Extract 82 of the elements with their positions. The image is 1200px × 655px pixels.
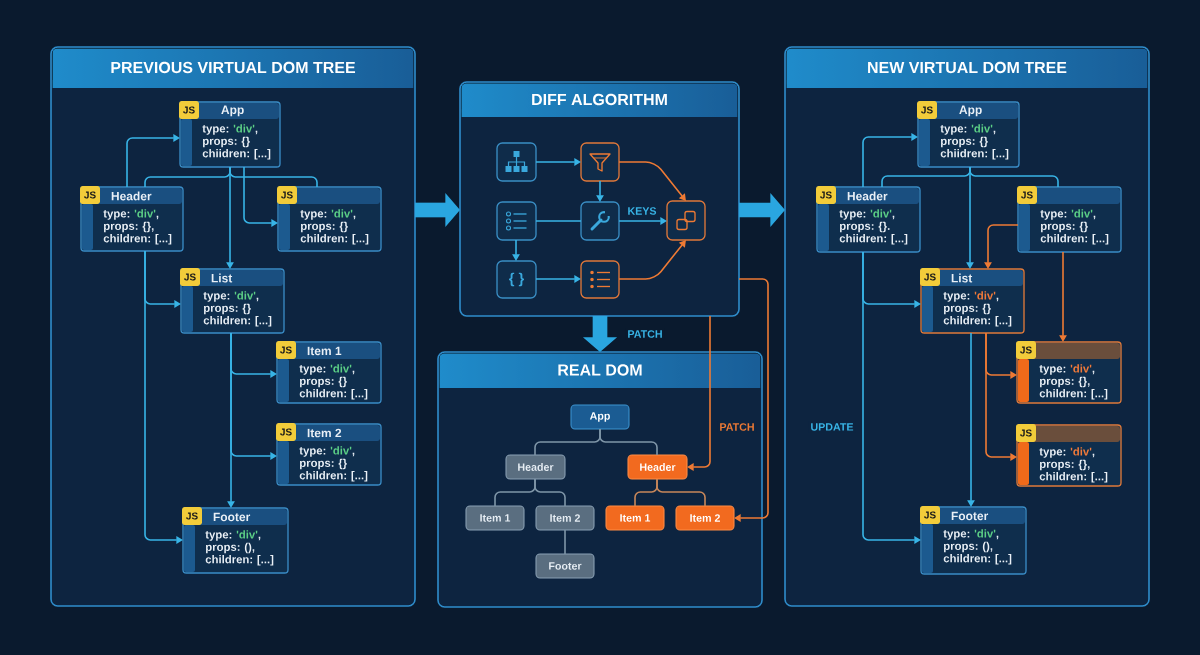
dom-node: Header: [505, 454, 566, 480]
js-badge: JS: [179, 101, 199, 119]
code-text: type: 'div', props: {}. chiidren: [...]: [839, 209, 908, 245]
dom-node: App: [570, 404, 630, 430]
code-text: type: 'div', props: (), children: [...]: [205, 530, 274, 566]
arrow: [618, 161, 686, 201]
code-card: [277, 186, 382, 252]
arrow: [862, 133, 918, 188]
arrow: [535, 275, 581, 283]
icon-tile: { }: [496, 260, 537, 299]
arrow: [227, 332, 235, 508]
code-card: [1016, 424, 1122, 487]
code-card: [276, 341, 382, 404]
arrow: [126, 134, 180, 188]
code-card: [179, 101, 281, 168]
code-text: type: 'div', props: (), children: [...]: [943, 529, 1012, 565]
panel-title: DIFF ALGORITHM: [532, 93, 667, 106]
arrow: [984, 224, 1019, 269]
arrow: [618, 240, 686, 280]
component-name: Header: [111, 191, 152, 201]
arrow: [512, 239, 520, 261]
dom-node: Item 2: [675, 505, 735, 531]
arrow: [618, 217, 667, 225]
code-text: type: 'div', props: {} chiidren: [...]: [202, 124, 271, 160]
code-card: [80, 186, 184, 252]
dom-node: Item 1: [465, 505, 525, 531]
code-text: type: 'div', props: {} children: [...]: [1040, 209, 1109, 245]
component-name: Item 1: [307, 346, 342, 356]
panel-title: PREVIOUS VIRTUAL DOM TREE: [111, 61, 356, 74]
code-text: type: 'div', props: {} children: [...]: [299, 446, 368, 482]
dom-node: Header: [627, 454, 688, 480]
code-card: [917, 101, 1020, 168]
component-name: App: [221, 105, 244, 117]
arrow: [535, 158, 581, 166]
connector-line: [535, 220, 582, 222]
arrow: [687, 315, 711, 471]
code-text: type: 'div', props: {} children: [...]: [203, 291, 272, 327]
dom-node: Item 2: [535, 505, 595, 531]
arrow: [734, 278, 769, 522]
connector-line: [599, 428, 658, 456]
code-text: type: 'div', props: {} children: [...]: [943, 291, 1012, 327]
code-card: [920, 268, 1025, 334]
code-text: type: 'div', props: {} children: [...]: [299, 364, 368, 400]
connector-line: [534, 478, 566, 507]
component-name: Footer: [213, 512, 251, 522]
edge-label: PATCH: [625, 328, 665, 340]
code-card: [180, 268, 285, 334]
edge-label: UPDATE: [808, 421, 856, 433]
code-text: type: 'div', props: {} chiidren: [...]: [940, 124, 1009, 160]
component-name: Footer: [951, 511, 989, 521]
component-name: App: [959, 105, 982, 117]
code-card: [920, 506, 1027, 575]
panel-title: NEW VIRTUAL DOM TREE: [868, 61, 1067, 74]
js-badge: JS: [917, 101, 937, 119]
edge-label: KEYS: [625, 205, 659, 217]
code-card: [276, 423, 382, 486]
arrow: [862, 251, 921, 544]
component-name: List: [951, 273, 973, 283]
code-card: [1016, 341, 1122, 404]
arrow: [226, 166, 234, 269]
code-text: type: 'div', props: {}, children: [...]: [1039, 364, 1108, 400]
arrow: [966, 166, 974, 269]
arrow: [596, 180, 604, 202]
arrow: [1059, 251, 1067, 342]
connector-line: [564, 529, 566, 555]
arrow: [985, 332, 1017, 461]
code-card: [182, 507, 289, 574]
code-text: type: 'div', props: {}, children: [...]: [103, 209, 172, 245]
code-card: [816, 186, 921, 253]
arrow: [967, 332, 975, 507]
code-text: type: 'div', props: {}, children: [...]: [1039, 447, 1108, 483]
code-text: type: 'div', props: {} children: [...]: [300, 209, 369, 245]
code-card: [1017, 186, 1122, 253]
dom-node: Footer: [535, 553, 595, 579]
component-name: List: [211, 273, 233, 283]
component-name: Item 2: [307, 428, 342, 438]
arrow: [243, 166, 278, 227]
component-name: Header: [847, 191, 888, 201]
panel-title: REAL DOM: [558, 364, 642, 376]
dom-node: Item 1: [605, 505, 665, 531]
edge-label: PATCH: [717, 421, 757, 433]
arrow: [144, 250, 183, 544]
